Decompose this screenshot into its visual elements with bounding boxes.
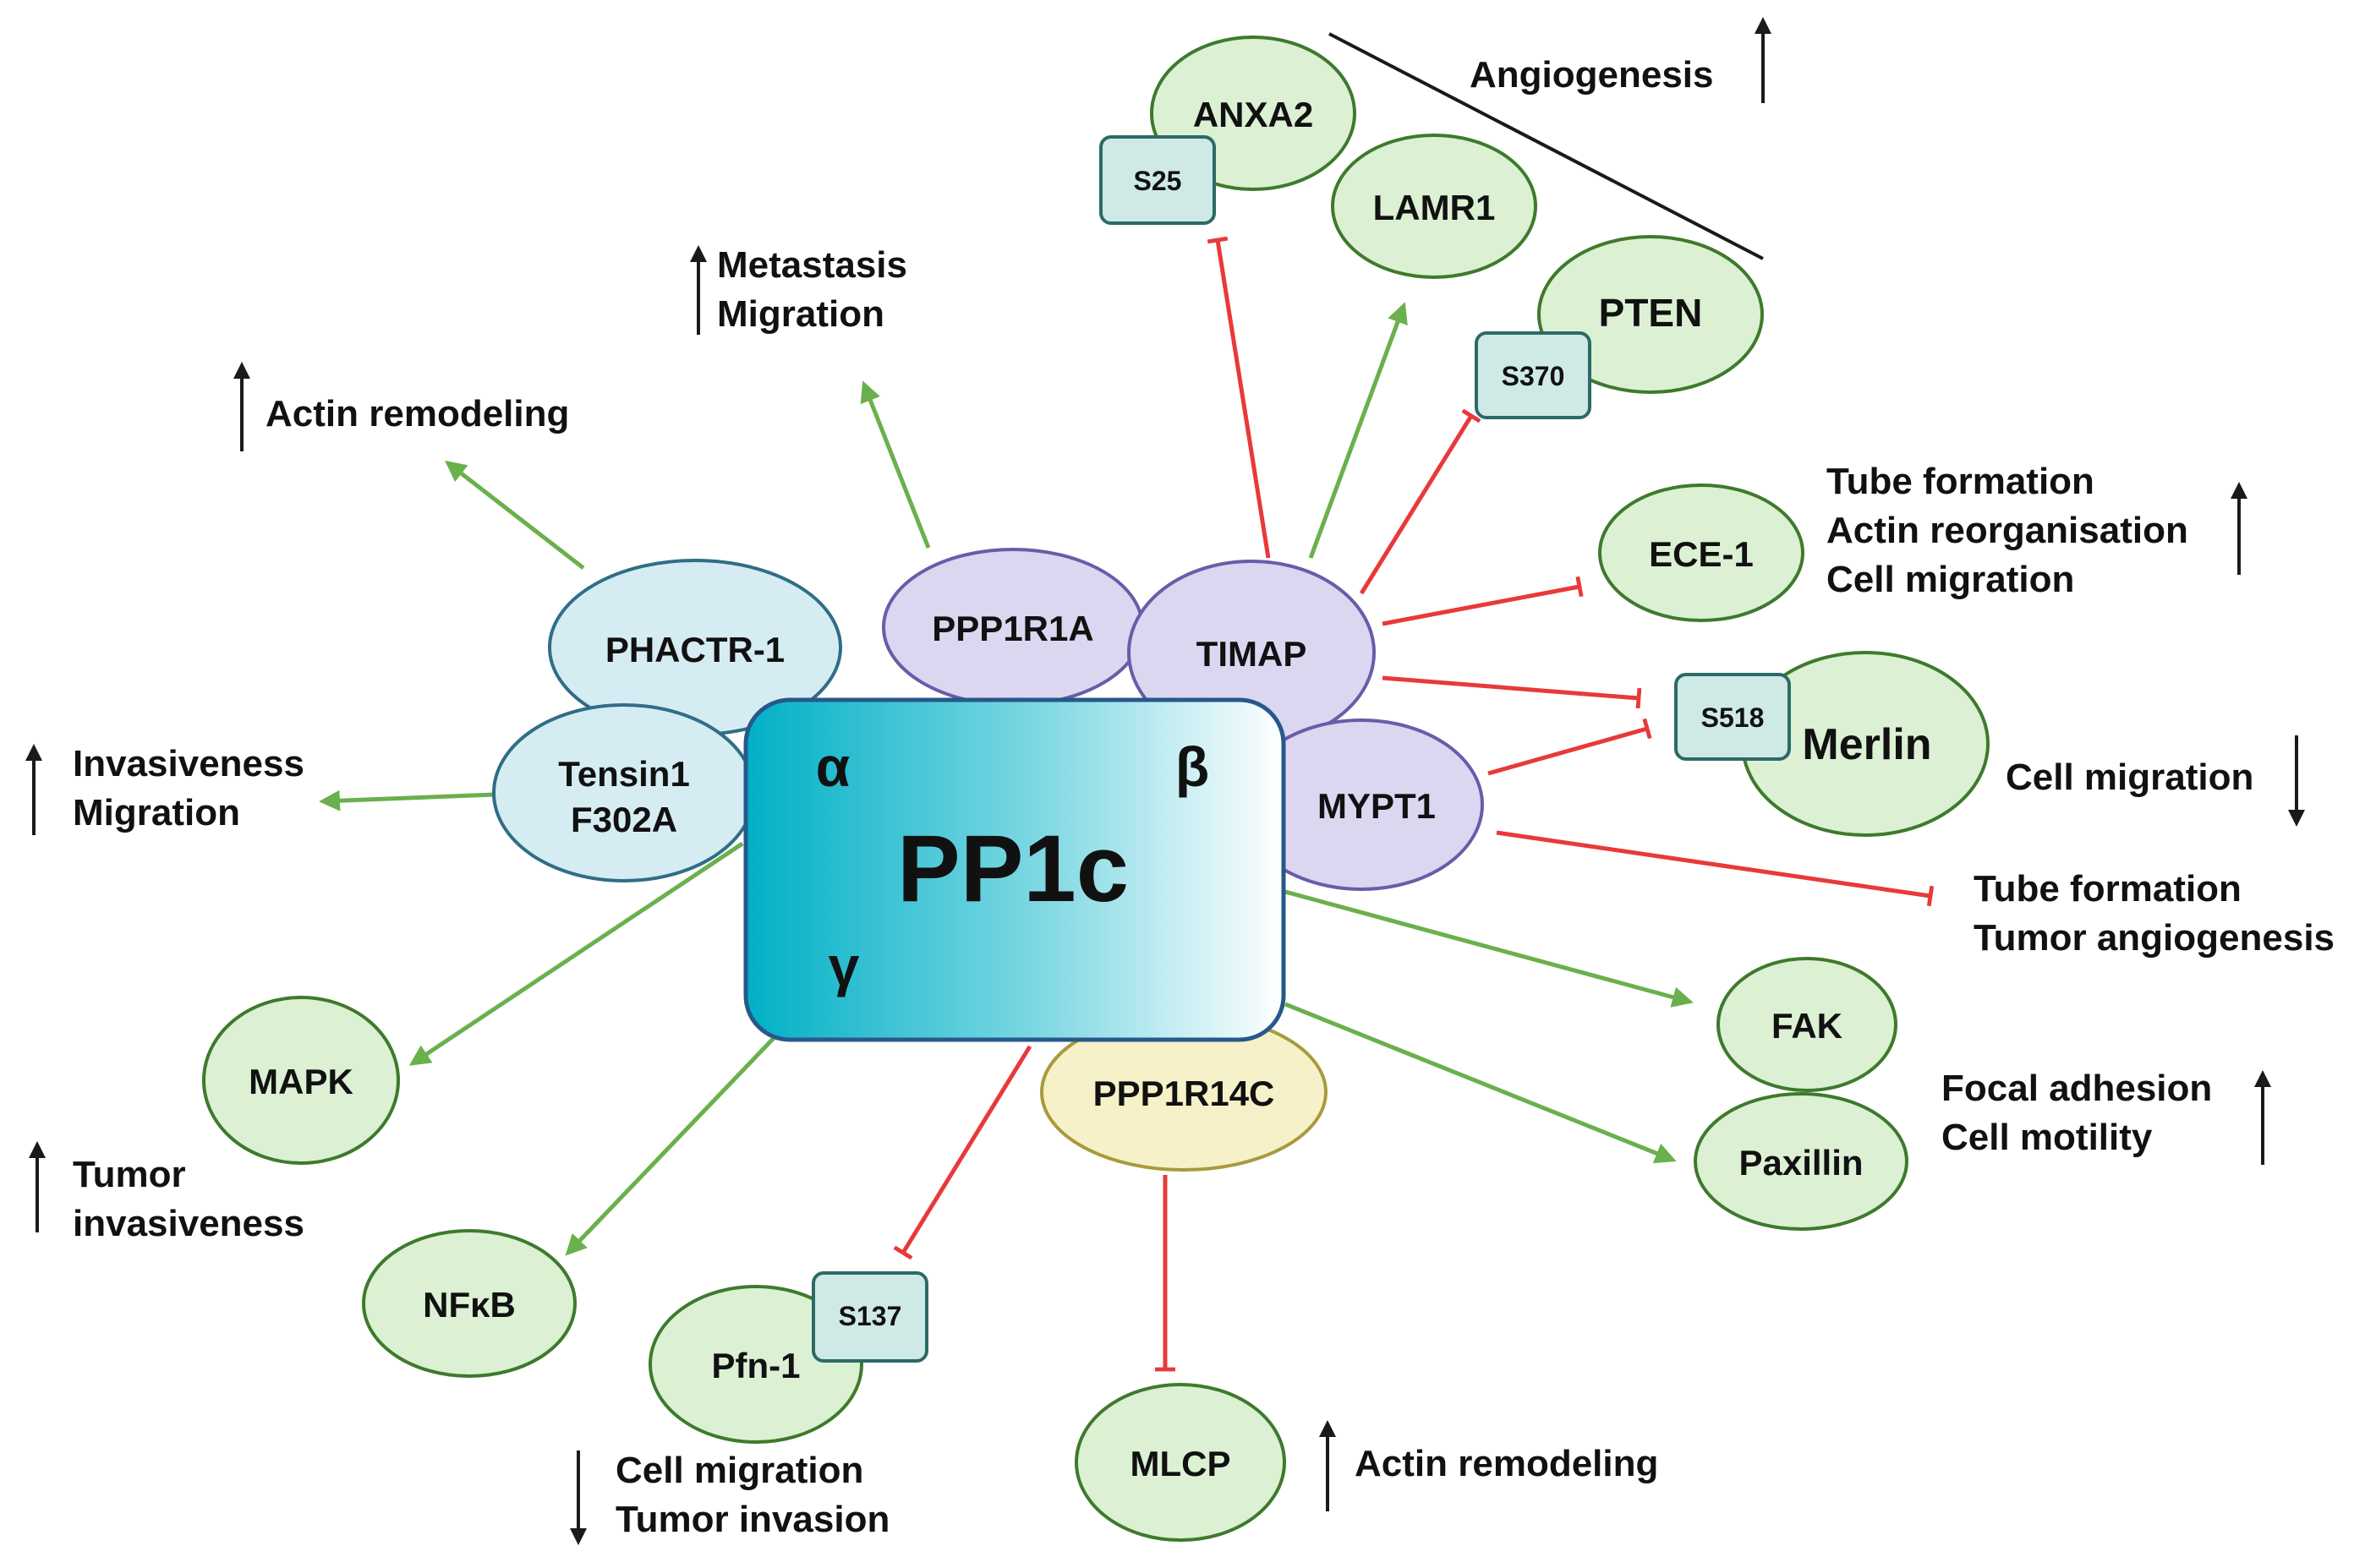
target-lamr1: LAMR1	[1331, 134, 1537, 279]
outcome-tube-formation-top: Tube formation Actin reorganisation Cell…	[1826, 461, 2247, 600]
target-merlin: Merlin	[1741, 651, 1990, 837]
tumor-angiogenesis-text: Tumor angiogenesis	[1974, 917, 2335, 959]
metastasis-text: Metastasis	[717, 244, 907, 286]
isoform-beta: β	[1175, 735, 1209, 798]
activation-arrow-mapk	[408, 841, 744, 1066]
site-s25: S25	[1099, 135, 1216, 225]
outcome-cell-migration-down: Cell migration	[2006, 735, 2305, 827]
phactr1-label: PHACTR-1	[605, 630, 785, 669]
outcome-metastasis: Metastasis Migration	[690, 244, 907, 335]
outcome-actin-remodeling-bottom: Actin remodeling	[1319, 1420, 1658, 1511]
target-pfn1: Pfn-1	[649, 1285, 863, 1444]
activation-arrow-nfkb	[565, 1034, 778, 1256]
migration-text: Migration	[73, 792, 240, 833]
inhibition-line-merlin-mypt1	[1487, 718, 1652, 776]
ppp1r14c-label: PPP1R14C	[1093, 1074, 1275, 1113]
actin-remodeling-text: Actin remodeling	[1355, 1443, 1658, 1484]
paxillin-label: Paxillin	[1738, 1143, 1863, 1183]
fak-label: FAK	[1771, 1006, 1842, 1046]
s25-label: S25	[1134, 166, 1182, 196]
target-fak: FAK	[1716, 957, 1897, 1092]
outcome-tube-formation-bottom: Tube formation Tumor angiogenesis	[1974, 868, 2335, 959]
target-paxillin: Paxillin	[1694, 1092, 1908, 1231]
tumor-invasion-text: Tumor invasion	[616, 1499, 890, 1540]
actin-remodeling-text: Actin remodeling	[266, 393, 569, 434]
s518-label: S518	[1701, 702, 1765, 733]
connectors	[319, 236, 1935, 1372]
ece1-label: ECE-1	[1649, 534, 1754, 574]
pten-label: PTEN	[1599, 291, 1703, 335]
angiogenesis-text: Angiogenesis	[1470, 54, 1714, 96]
inhibition-line-anxa2	[1207, 236, 1271, 559]
site-s137: S137	[812, 1271, 928, 1363]
activation-arrow-invasiveness	[319, 789, 495, 811]
activation-arrow-metastasis	[860, 380, 931, 549]
pp1c-core: PP1c α β γ	[743, 697, 1286, 1042]
merlin-label: Merlin	[1802, 720, 1931, 769]
cell-migration-text: Cell migration	[2006, 757, 2253, 798]
outcome-angiogenesis: Angiogenesis	[1470, 17, 1771, 103]
migration-text: Migration	[717, 293, 884, 335]
target-ece1: ECE-1	[1598, 484, 1804, 622]
angiogenesis-bracket	[1328, 32, 1764, 260]
cell-migration-text: Cell migration	[1826, 559, 2074, 600]
mlcp-label: MLCP	[1131, 1444, 1231, 1483]
regulator-tensin1: Tensin1 F302A	[492, 703, 756, 882]
anxa2-label: ANXA2	[1193, 95, 1313, 134]
activation-arrow-paxillin	[1284, 1002, 1677, 1164]
target-nfkb: NFκB	[362, 1229, 577, 1378]
regulator-ppp1r1a: PPP1R1A	[882, 548, 1144, 707]
regulator-mypt1: MYPT1	[1239, 718, 1484, 891]
activation-arrow-actin-remodeling	[445, 460, 585, 570]
pfn1-label: Pfn-1	[712, 1346, 801, 1385]
inhibition-line-merlin-timap	[1382, 675, 1642, 709]
mapk-label: MAPK	[249, 1062, 353, 1101]
tube-formation-text: Tube formation	[1974, 868, 2242, 910]
tensin1-label-line2: F302A	[571, 800, 677, 839]
activation-arrow-lamr1	[1308, 302, 1408, 559]
regulator-ppp1r14c: PPP1R14C	[1040, 1013, 1328, 1172]
target-mapk: MAPK	[202, 996, 400, 1165]
invasiveness-text: Invasiveness	[73, 743, 304, 784]
actin-reorganisation-text: Actin reorganisation	[1826, 510, 2188, 551]
inhibition-line-pfn1	[893, 1045, 1032, 1260]
tensin1-label-line1: Tensin1	[558, 754, 690, 794]
outcome-invasiveness: Invasiveness Migration	[25, 743, 304, 835]
inhibition-line-tube-formation	[1496, 830, 1935, 907]
ppp1r1a-label: PPP1R1A	[932, 609, 1093, 648]
s137-label: S137	[839, 1301, 902, 1331]
target-pten: PTEN	[1537, 235, 1764, 394]
outcome-focal-adhesion: Focal adhesion Cell motility	[1941, 1068, 2271, 1165]
s370-label: S370	[1502, 361, 1565, 391]
cell-migration-text: Cell migration	[616, 1450, 863, 1491]
target-mlcp: MLCP	[1075, 1383, 1286, 1542]
lamr1-label: LAMR1	[1373, 188, 1496, 227]
inhibition-line-ece1	[1382, 576, 1584, 626]
tumor-text: Tumor	[73, 1154, 186, 1195]
timap-label: TIMAP	[1196, 634, 1307, 674]
isoform-alpha: α	[816, 735, 851, 798]
inhibition-line-pten	[1359, 408, 1481, 595]
outcome-tumor-invasiveness: Tumor invasiveness	[29, 1141, 304, 1244]
mypt1-label: MYPT1	[1317, 786, 1436, 826]
activation-arrow-fak	[1284, 889, 1694, 1008]
nfkb-label: NFκB	[423, 1285, 516, 1325]
tube-formation-text: Tube formation	[1826, 461, 2094, 502]
site-s370: S370	[1475, 331, 1591, 419]
outcome-cell-migration-tumor-invasion: Cell migration Tumor invasion	[570, 1450, 890, 1545]
cell-motility-text: Cell motility	[1941, 1117, 2153, 1158]
invasiveness-text: invasiveness	[73, 1203, 304, 1244]
site-s518: S518	[1674, 673, 1791, 761]
regulator-phactr1: PHACTR-1	[548, 559, 842, 736]
focal-adhesion-text: Focal adhesion	[1941, 1068, 2212, 1109]
outcome-actin-remodeling-top: Actin remodeling	[233, 362, 569, 451]
isoform-gamma: γ	[829, 935, 860, 997]
pp1c-label: PP1c	[897, 816, 1129, 921]
